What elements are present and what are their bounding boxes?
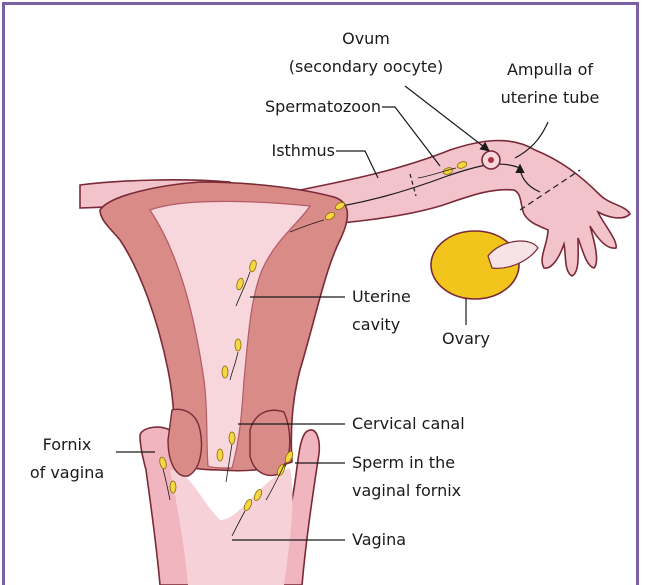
ovary-label: Ovary (442, 329, 490, 348)
fornix-label-sub: of vagina (30, 463, 104, 482)
ovum-label-sub: (secondary oocyte) (289, 57, 443, 76)
sperm-fornix-label: Sperm in the (352, 453, 455, 472)
vagina-label: Vagina (352, 530, 406, 549)
sperm-fornix-label-sub: vaginal fornix (352, 481, 461, 500)
sperm (235, 339, 241, 351)
isthmus-label: Isthmus (271, 141, 335, 160)
cervix-left-lip (168, 409, 202, 476)
cervical-canal-label: Cervical canal (352, 414, 465, 433)
ovum-label: Ovum (342, 29, 390, 48)
uterine-cavity-label: Uterine (352, 287, 411, 306)
sperm (222, 366, 228, 378)
fornix-label: Fornix (43, 435, 92, 454)
ampulla-label-sub: uterine tube (501, 88, 600, 107)
ovum-nucleus (488, 157, 494, 163)
ampulla-label: Ampulla of (507, 60, 593, 79)
uterine-cavity-label-sub: cavity (352, 315, 400, 334)
sperm (217, 449, 223, 461)
spermatozoon-label: Spermatozoon (265, 97, 381, 116)
sperm (170, 481, 176, 493)
sperm (229, 432, 235, 444)
ovum-leader (405, 86, 488, 150)
